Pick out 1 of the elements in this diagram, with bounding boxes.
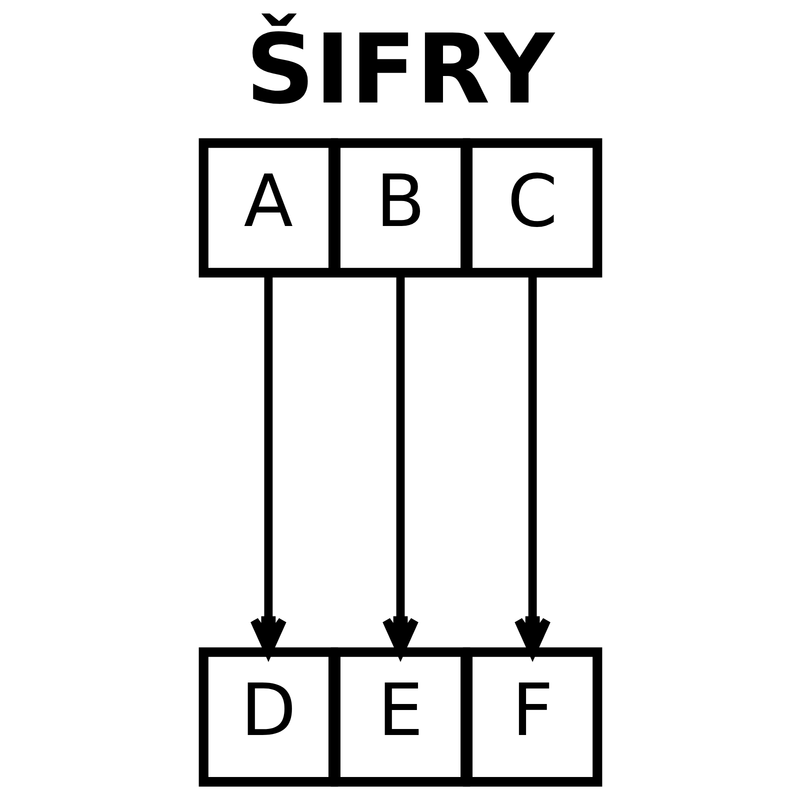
diagram-title: ŠIFRY [245,13,554,126]
